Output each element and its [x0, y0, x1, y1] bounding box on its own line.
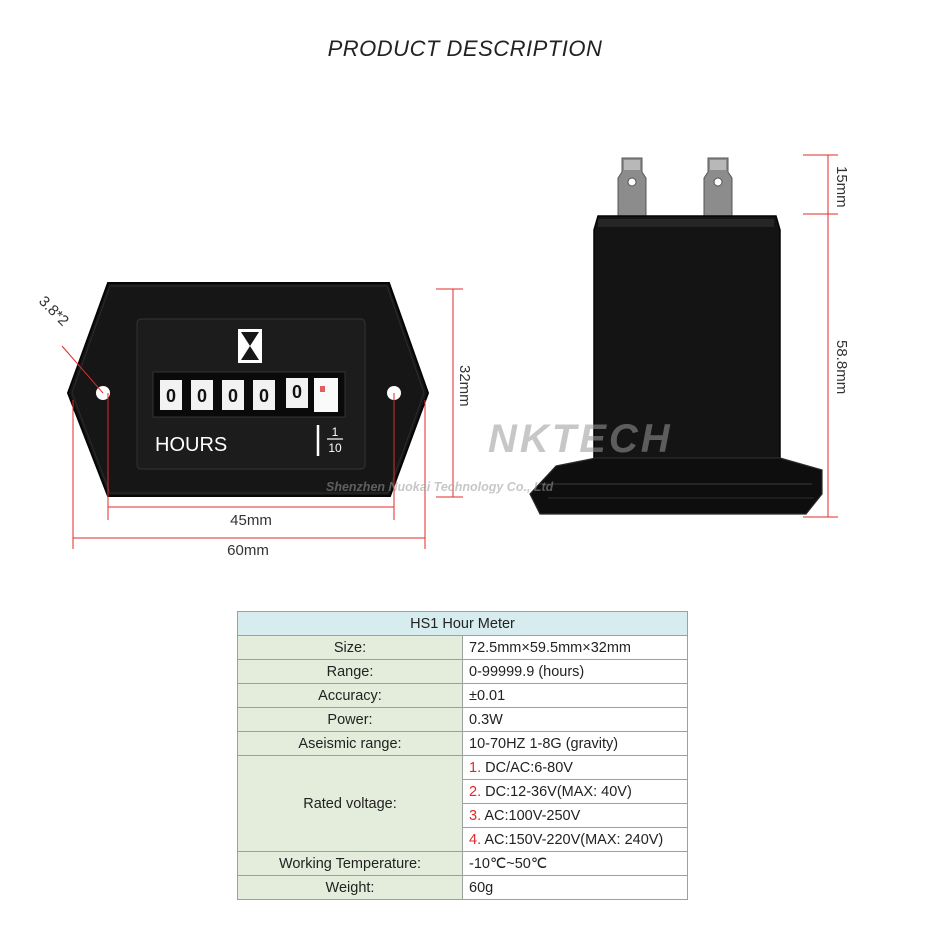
voltage-option-number: 2.	[469, 783, 482, 800]
spec-label: Range:	[237, 659, 463, 684]
width-label: 60mm	[227, 542, 269, 559]
digit: 0	[197, 386, 207, 406]
front-view: 0 0 0 0 0 HOURS 1 10 3.8*2 32mm 45mm 60m…	[35, 282, 473, 559]
spec-label: Size:	[237, 635, 463, 660]
voltage-option-text: DC:12-36V(MAX: 40V)	[485, 783, 632, 800]
voltage-option: 3. AC:100V-250V	[462, 803, 688, 828]
table-row: 4. AC:150V-220V(MAX: 240V)	[238, 827, 688, 852]
product-figure: 0 0 0 0 0 HOURS 1 10 3.8*2 32mm 45mm 60m…	[35, 154, 850, 559]
hole-leader-line	[61, 345, 104, 394]
hole-diameter-label: 3.8*2	[35, 293, 72, 330]
height-label: 32mm	[456, 365, 473, 407]
side-view: NKTECH Shenzhen Nuokai Technology Co., L…	[326, 154, 850, 518]
hours-label: HOURS	[155, 434, 227, 456]
spec-value: 0.3W	[462, 707, 688, 732]
terminal-length-label: 15mm	[833, 166, 850, 208]
digit-wheel	[286, 378, 308, 408]
table-row: Power: 0.3W	[237, 707, 688, 732]
voltage-option-number: 4.	[469, 831, 482, 848]
spec-label: Power:	[237, 707, 463, 732]
voltage-option-text: AC:150V-220V(MAX: 240V)	[484, 831, 664, 848]
voltage-option-number: 3.	[469, 807, 482, 824]
spec-value: 10-70HZ 1-8G (gravity)	[462, 731, 688, 756]
body-length-label: 58.8mm	[833, 340, 850, 394]
spec-value: ±0.01	[462, 683, 688, 708]
spec-label: Working Temperature:	[237, 851, 463, 876]
watermark-company: Shenzhen Nuokai Technology Co., Ltd	[326, 480, 554, 494]
digit-wheel	[253, 380, 275, 410]
fraction-numerator: 1	[332, 425, 339, 439]
digit: 0	[166, 386, 176, 406]
spec-label: Weight:	[237, 875, 463, 900]
terminal-left	[617, 157, 647, 219]
table-row: 3. AC:100V-250V	[238, 803, 688, 828]
voltage-option: 4. AC:150V-220V(MAX: 240V)	[462, 827, 688, 852]
spec-table: HS1 Hour Meter Size: 72.5mm×59.5mm×32mm …	[237, 611, 688, 900]
table-row: Range: 0-99999.9 (hours)	[237, 659, 688, 684]
voltage-option: 1. DC/AC:6-80V	[462, 755, 688, 780]
table-row: Size: 72.5mm×59.5mm×32mm	[237, 635, 688, 660]
fraction-denominator: 10	[328, 441, 342, 455]
tenths-wheel	[314, 378, 338, 412]
table-row: Accuracy: ±0.01	[237, 683, 688, 708]
spec-value: 0-99999.9 (hours)	[462, 659, 688, 684]
spec-label: Accuracy:	[237, 683, 463, 708]
spec-value: -10℃~50℃	[462, 851, 688, 876]
terminal-right	[703, 157, 733, 219]
page-title: PRODUCT DESCRIPTION	[327, 36, 603, 61]
spec-label: Rated voltage:	[237, 755, 463, 852]
hourglass-icon	[238, 329, 262, 363]
digit-wheel	[191, 380, 213, 410]
digit-wheel	[160, 380, 182, 410]
spec-value: 60g	[462, 875, 688, 900]
voltage-option-number: 1.	[469, 759, 482, 776]
spec-value: 72.5mm×59.5mm×32mm	[462, 635, 688, 660]
side-flange	[529, 457, 823, 515]
table-row: Aseismic range: 10-70HZ 1-8G (gravity)	[237, 731, 688, 756]
table-row: Rated voltage: 1. DC/AC:6-80V	[237, 755, 688, 852]
table-row: Weight: 60g	[237, 875, 688, 900]
table-header-row: HS1 Hour Meter	[237, 611, 688, 636]
table-row: 2. DC:12-36V(MAX: 40V)	[238, 779, 688, 804]
spec-label: Aseismic range:	[237, 731, 463, 756]
digit: 0	[292, 382, 302, 402]
hole-spacing-label: 45mm	[230, 512, 272, 529]
voltage-option: 2. DC:12-36V(MAX: 40V)	[462, 779, 688, 804]
voltage-option-text: DC/AC:6-80V	[485, 759, 573, 776]
digit: 0	[228, 386, 238, 406]
table-row: Working Temperature: -10℃~50℃	[237, 851, 688, 876]
digit: 0	[259, 386, 269, 406]
counter-window	[152, 371, 346, 418]
watermark-logo: NKTECH	[488, 417, 673, 461]
voltage-option-text: AC:100V-250V	[484, 807, 581, 824]
digit-wheel	[222, 380, 244, 410]
table-title: HS1 Hour Meter	[237, 611, 688, 636]
